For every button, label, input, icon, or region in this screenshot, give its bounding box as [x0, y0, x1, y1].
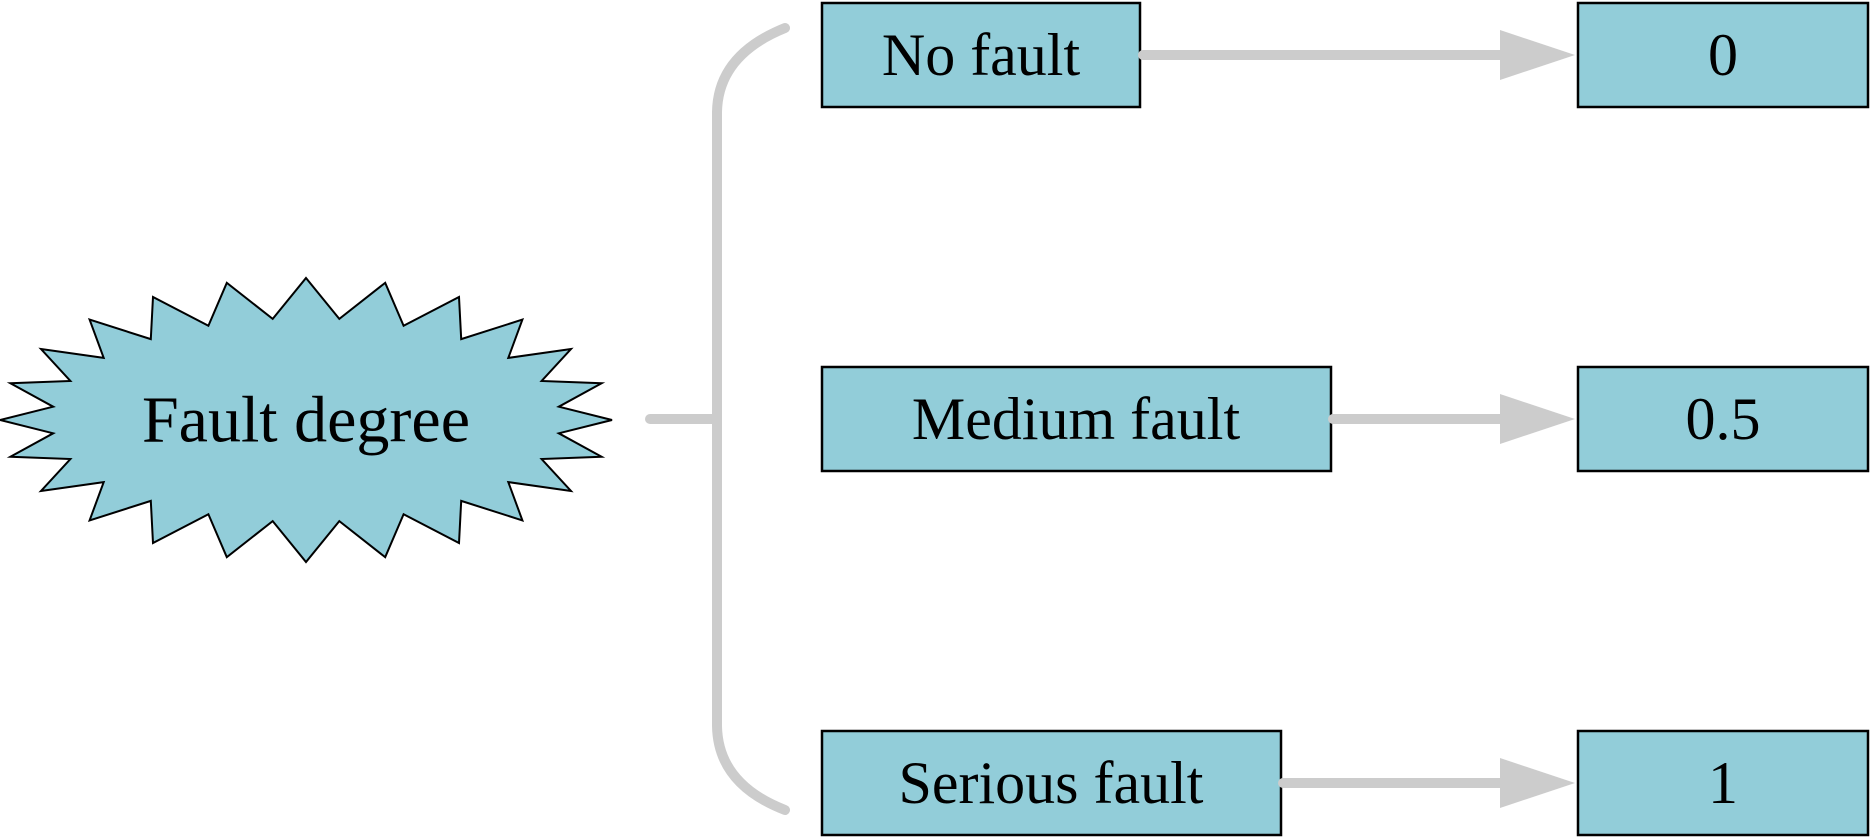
starburst-icon [0, 276, 613, 564]
row-no-fault: No fault 0 [820, 1, 1870, 109]
category-box [820, 1, 1142, 109]
row-medium-fault: Medium fault 0.5 [820, 365, 1870, 473]
category-label: No fault [882, 22, 1081, 88]
category-label: Serious fault [899, 750, 1204, 816]
value-label: 0.5 [1686, 386, 1761, 452]
value-box [1576, 1, 1870, 109]
value-label: 1 [1708, 750, 1738, 816]
bracket-line [712, 23, 790, 815]
category-box [820, 365, 1333, 473]
category-label: Medium fault [912, 386, 1241, 452]
category-box [820, 729, 1283, 837]
value-box [1576, 365, 1870, 473]
value-box [1576, 729, 1870, 837]
bracket-connector [645, 23, 790, 815]
value-label: 0 [1708, 22, 1738, 88]
center-node: Fault degree [0, 276, 613, 564]
center-label: Fault degree [142, 384, 470, 457]
arrow-head-icon [1500, 30, 1575, 80]
arrow-head-icon [1500, 758, 1575, 808]
arrow-head-icon [1500, 394, 1575, 444]
row-serious-fault: Serious fault 1 [820, 729, 1870, 837]
